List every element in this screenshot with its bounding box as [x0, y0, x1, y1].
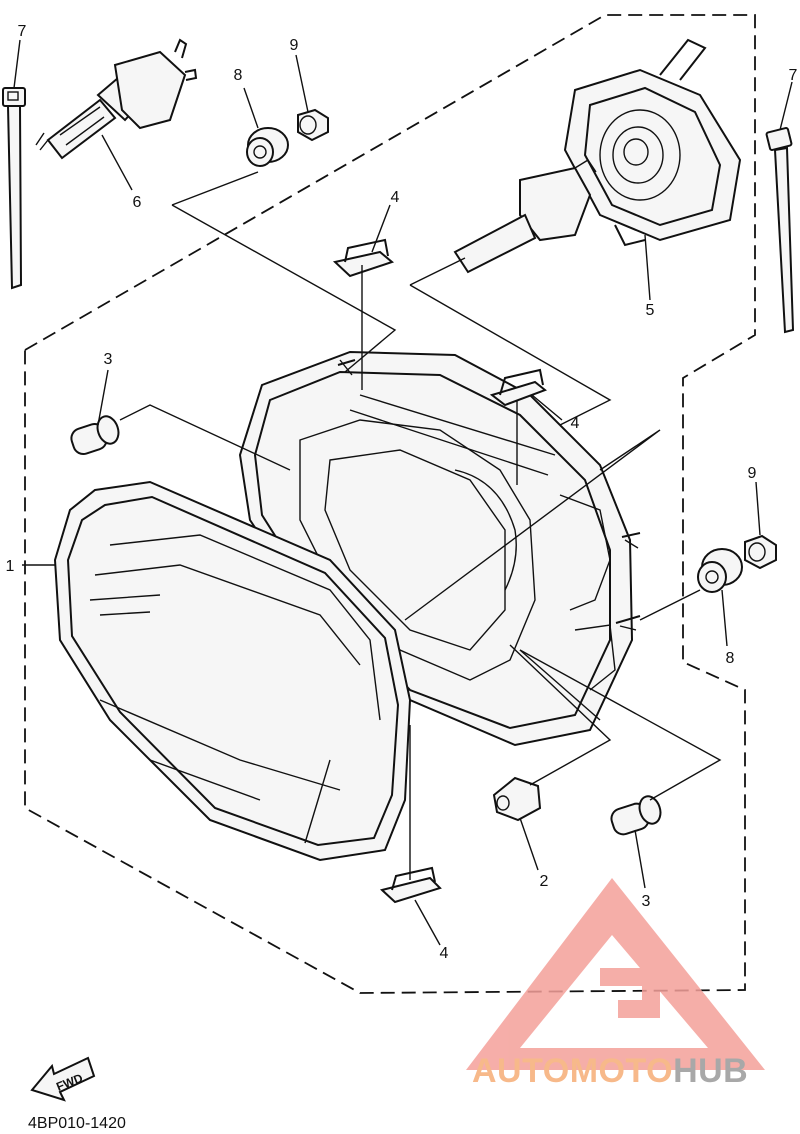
callout-leaders [13, 39, 793, 946]
cable-tie-left [2, 87, 26, 290]
watermark-logo [466, 878, 765, 1070]
callout-4-top: 4 [391, 189, 400, 206]
callout-7-left: 7 [18, 23, 27, 40]
watermark-inner-mark-icon [600, 968, 660, 1018]
watermark-text: AUTOMOTOHUB [472, 1052, 748, 1090]
watermark-triangle-icon [466, 878, 765, 1070]
callout-7-right: 7 [789, 67, 798, 84]
callout-6: 6 [133, 194, 142, 211]
nut-top [297, 108, 329, 142]
nut-right [744, 534, 777, 570]
bushing-left [70, 415, 120, 456]
fwd-arrow-icon [30, 1056, 96, 1102]
clip-bottom [379, 866, 442, 904]
assembly-boundary [24, 14, 756, 994]
bushing-bottom [610, 795, 662, 836]
callout-3-bottom: 3 [642, 893, 651, 910]
cable-tie-right [765, 127, 795, 334]
adjuster-nut [492, 776, 542, 822]
callout-4-bottom: 4 [440, 945, 449, 962]
bulb-h4 [35, 38, 198, 160]
callout-9-top: 9 [290, 37, 299, 54]
headlight-lens [53, 480, 412, 862]
callout-4-right: 4 [571, 415, 580, 432]
callout-8-right: 8 [726, 650, 735, 667]
callout-1: 1 [6, 558, 15, 575]
callout-2: 2 [540, 873, 549, 890]
callout-9-right: 9 [748, 465, 757, 482]
grommet-right [697, 548, 743, 593]
clip-top [332, 238, 395, 278]
watermark-text-primary: AUTOMOTO [472, 1052, 673, 1090]
watermark-text-secondary: HUB [673, 1052, 748, 1090]
clip-right [489, 368, 547, 407]
connection-lines [119, 171, 722, 880]
headlight-housing [238, 350, 641, 747]
callout-5: 5 [646, 302, 655, 319]
bulb-socket-cover [453, 38, 742, 274]
diagram-code: 4BP010-1420 [28, 1115, 126, 1132]
grommet-top [246, 127, 289, 167]
callout-8-top: 8 [234, 67, 243, 84]
callout-3-left: 3 [104, 351, 113, 368]
fwd-arrow: FWD [30, 1056, 96, 1102]
